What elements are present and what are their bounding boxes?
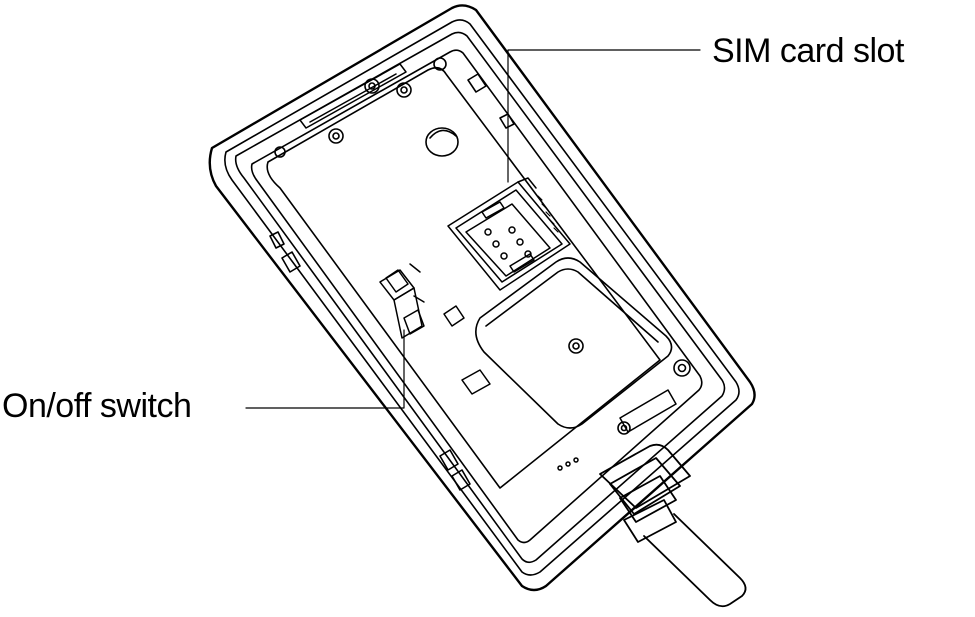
cable-gland	[599, 443, 691, 543]
enclosure-outer	[208, 4, 756, 592]
sim-leader-line	[507, 49, 701, 183]
callout-leaders	[245, 49, 701, 409]
smd-components	[443, 305, 677, 471]
sim-slot-pins	[537, 195, 559, 233]
mounting-screws	[274, 57, 691, 435]
housing-side-lugs	[269, 73, 515, 491]
on-off-switch	[379, 263, 425, 339]
switch-leader-line	[245, 329, 405, 409]
enclosure-rim	[224, 19, 740, 576]
sim-card-slot-label: SIM card slot	[712, 32, 904, 70]
buzzer-component	[425, 127, 459, 157]
antenna-module	[475, 257, 673, 429]
on-off-switch-label: On/off switch	[2, 387, 192, 425]
sim-card-slot	[447, 177, 571, 291]
cable	[643, 513, 747, 608]
pcb-board	[266, 66, 661, 489]
top-connector	[299, 63, 407, 129]
